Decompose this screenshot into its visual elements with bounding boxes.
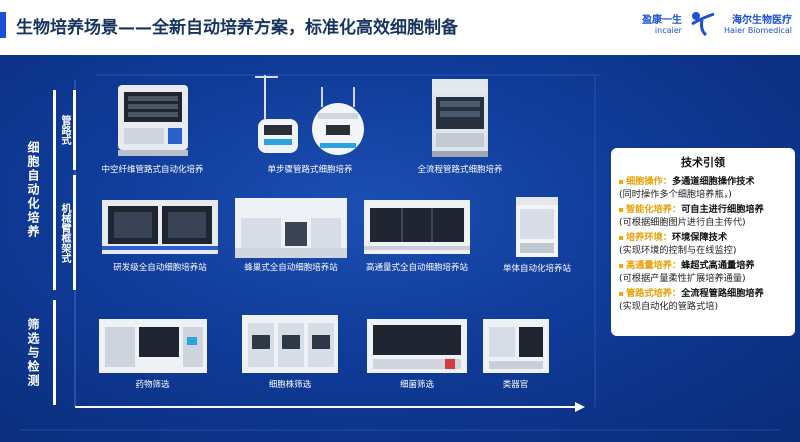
- tech-panel: 技术引领 细胞操作：多通道细胞操作技术(同时操作多个细胞培养瓶，) 智能化培养：可…: [611, 148, 795, 336]
- drug-screen-device-image: [98, 319, 207, 373]
- tech-key: 智能化培养：: [626, 204, 682, 215]
- header: 生物培养场景——全新自动培养方案，标准化高效细胞制备 盈康一生 incaier …: [0, 0, 800, 52]
- hollow-fiber-device-image: [117, 85, 188, 156]
- axis-mech-box: [56, 175, 76, 290]
- hive-station-device-image: [235, 198, 347, 258]
- tech-list: 细胞操作：多通道细胞操作技术(同时操作多个细胞培养瓶，) 智能化培养：可自主进行细…: [619, 176, 787, 313]
- organoid-device-image: [482, 319, 549, 373]
- tech-item: 培养环境：环境保障技术(实现环境的控制与在线监控): [619, 232, 787, 257]
- device-caption: 细菌筛选: [399, 380, 434, 390]
- tech-bold: 蜂超式高通量培养: [681, 260, 755, 271]
- logo2-cn: 海尔生物医疗: [732, 15, 792, 26]
- bullet-icon: [619, 235, 623, 240]
- bullet-icon: [619, 179, 623, 184]
- device-caption: 全流程管路式细胞培养: [417, 165, 503, 175]
- device-caption: 中空纤维管路式自动化培养: [101, 165, 204, 175]
- device-caption: 单步骤管路式细胞培养: [267, 165, 353, 175]
- haier-logo: 海尔生物医疗 Haier Biomedical: [724, 11, 792, 35]
- logo2-en: Haier Biomedical: [723, 26, 792, 35]
- device-card-single-step[interactable]: 单步骤管路式细胞培养: [250, 73, 370, 175]
- tech-item: 智能化培养：可自主进行细胞培养(可根据细胞图片进行自主传代): [619, 204, 787, 229]
- full-pipe-device-image: [432, 79, 488, 157]
- tech-bold: 全流程管路细胞培养: [681, 288, 764, 299]
- axis-screen-label: 筛选与检测: [14, 300, 52, 405]
- device-card-hollow-fiber[interactable]: 中空纤维管路式自动化培养: [95, 80, 210, 175]
- logo1-cn: 盈康一生: [641, 15, 682, 26]
- single-unit-device-image: [516, 197, 558, 257]
- tech-bold: 可自主进行细胞培养: [681, 204, 764, 215]
- device-card-rd-station[interactable]: 研发级全自动细胞培养站: [95, 198, 225, 273]
- rd-station-device-image: [102, 200, 218, 254]
- bacteria-screen-device-image: [367, 319, 467, 373]
- title-accent: [0, 12, 6, 38]
- axis-screen-box: [14, 300, 56, 405]
- axis-culture-label: 细胞自动化培养: [14, 90, 52, 290]
- title-main: 生物培养场景: [16, 17, 118, 38]
- axis-mech-label: 机械臂框架式: [54, 175, 74, 290]
- tech-key: 高通量培养：: [626, 260, 682, 271]
- tech-rest: (可根据产量柔性扩展培养通量): [619, 272, 746, 284]
- axis-mech-text: 机械臂框架式: [59, 202, 70, 263]
- device-caption: 类器官: [502, 380, 529, 390]
- single-step-device-image: [255, 75, 364, 155]
- bullet-icon: [619, 207, 623, 212]
- device-card-organoid[interactable]: 类器官: [478, 317, 553, 390]
- tech-rest: (可根据细胞图片进行自主传代): [619, 216, 746, 228]
- background-lines: [20, 74, 780, 431]
- tech-item: 细胞操作：多通道细胞操作技术(同时操作多个细胞培养瓶，): [619, 176, 787, 201]
- cell-line-screen-device-image: [242, 315, 338, 373]
- bullet-icon: [619, 291, 623, 296]
- device-caption: 药物筛选: [135, 380, 170, 390]
- axis-pipe-label: 管路式: [54, 90, 74, 170]
- device-caption: 研发级全自动细胞培养站: [113, 263, 207, 273]
- axis-culture-box: [14, 90, 56, 290]
- tech-rest: (同时操作多个细胞培养瓶，): [619, 188, 732, 200]
- tech-bold: 环境保障技术: [671, 232, 728, 243]
- axis-screen-text: 筛选与检测: [26, 317, 40, 388]
- tech-key: 细胞操作：: [626, 176, 672, 187]
- tech-rest: (实现环境的控制与在线监控): [619, 244, 737, 256]
- device-card-full-pipe[interactable]: 全流程管路式细胞培养: [405, 77, 515, 175]
- device-card-cell-line-screen[interactable]: 细胞株筛选: [240, 313, 340, 390]
- title-sub: ——全新自动培养方案，标准化高效细胞制备: [118, 17, 458, 38]
- device-card-drug-screen[interactable]: 药物筛选: [95, 317, 210, 390]
- haier-mark-icon: [691, 12, 715, 37]
- device-caption: 细胞株筛选: [268, 380, 312, 390]
- tech-item: 管路式培养：全流程管路细胞培养(实现自动化的管路式培): [619, 288, 787, 313]
- device-card-bacteria-screen[interactable]: 细菌筛选: [362, 317, 472, 390]
- device-caption: 单体自动化培养站: [502, 264, 571, 274]
- page-title: 生物培养场景——全新自动培养方案，标准化高效细胞制备: [16, 13, 458, 38]
- tech-title: 技术引领: [681, 156, 725, 169]
- incaier-logo: 盈康一生 incaier: [642, 11, 682, 35]
- title-bar: 生物培养场景——全新自动培养方案，标准化高效细胞制备: [0, 10, 640, 40]
- bullet-icon: [619, 263, 623, 268]
- tech-bold: 多通道细胞操作技术: [671, 176, 755, 187]
- device-card-high-throughput[interactable]: 高通量式全自动细胞培养站: [352, 198, 482, 273]
- tech-rest: (实现自动化的管路式培): [619, 300, 719, 312]
- logos: 盈康一生 incaier 海尔生物医疗 Haier Biomedical: [642, 8, 792, 38]
- axis-culture-text: 细胞自动化培养: [26, 141, 40, 239]
- axis-pipe-text: 管路式: [59, 115, 70, 145]
- tech-key: 培养环境：: [626, 232, 672, 243]
- tech-item: 高通量培养：蜂超式高通量培养(可根据产量柔性扩展培养通量): [619, 260, 787, 285]
- axis-pipe-box: [56, 90, 76, 170]
- device-card-hive-station[interactable]: 蜂巢式全自动细胞培养站: [232, 198, 350, 273]
- tech-key: 管路式培养：: [626, 288, 682, 299]
- device-caption: 蜂巢式全自动细胞培养站: [244, 263, 338, 273]
- high-throughput-device-image: [364, 200, 470, 254]
- logo1-en: incaier: [654, 26, 682, 35]
- device-caption: 高通量式全自动细胞培养站: [365, 263, 468, 273]
- device-card-single-unit[interactable]: 单体自动化培养站: [482, 195, 592, 274]
